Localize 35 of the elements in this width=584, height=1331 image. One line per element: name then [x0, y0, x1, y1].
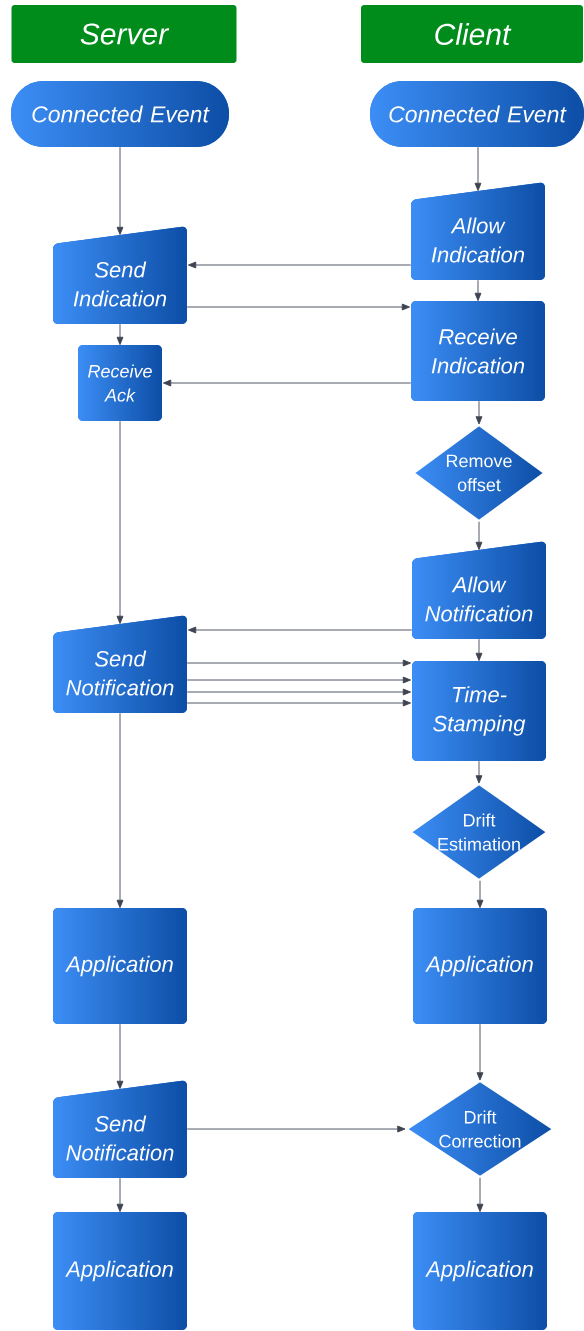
arrow [474, 146, 482, 191]
arrow [188, 261, 412, 269]
arrow [476, 1177, 484, 1212]
process-box: Time-Stamping [412, 661, 546, 761]
process-box: Application [413, 1212, 547, 1330]
arrow [475, 638, 483, 662]
arrow [116, 1023, 124, 1089]
arrow [186, 659, 411, 667]
arrow [475, 400, 483, 425]
process-box: Application [413, 908, 547, 1024]
process-box: Application [53, 1212, 187, 1330]
arrow [186, 676, 411, 684]
arrow [186, 699, 411, 707]
arrow [476, 1023, 484, 1081]
arrow [186, 688, 411, 696]
column-header: Client [361, 5, 583, 63]
arrow [188, 626, 413, 634]
arrow [476, 880, 484, 909]
process-box: Application [53, 908, 187, 1024]
arrow [116, 1177, 124, 1212]
arrow [116, 420, 124, 625]
arrow [186, 1125, 406, 1133]
process-box: Receive Ack [78, 345, 162, 421]
column-header: Server [11, 5, 237, 63]
event-terminator: Connected Event [370, 81, 584, 147]
arrow [116, 323, 124, 345]
process-box: Receive Indication [411, 301, 545, 401]
arrow [186, 303, 410, 311]
arrow [475, 760, 483, 784]
event-terminator: Connected Event [11, 81, 229, 147]
arrow [475, 521, 483, 551]
arrow [163, 379, 412, 387]
arrow [116, 146, 124, 235]
arrow [474, 279, 482, 301]
arrow [116, 712, 124, 909]
